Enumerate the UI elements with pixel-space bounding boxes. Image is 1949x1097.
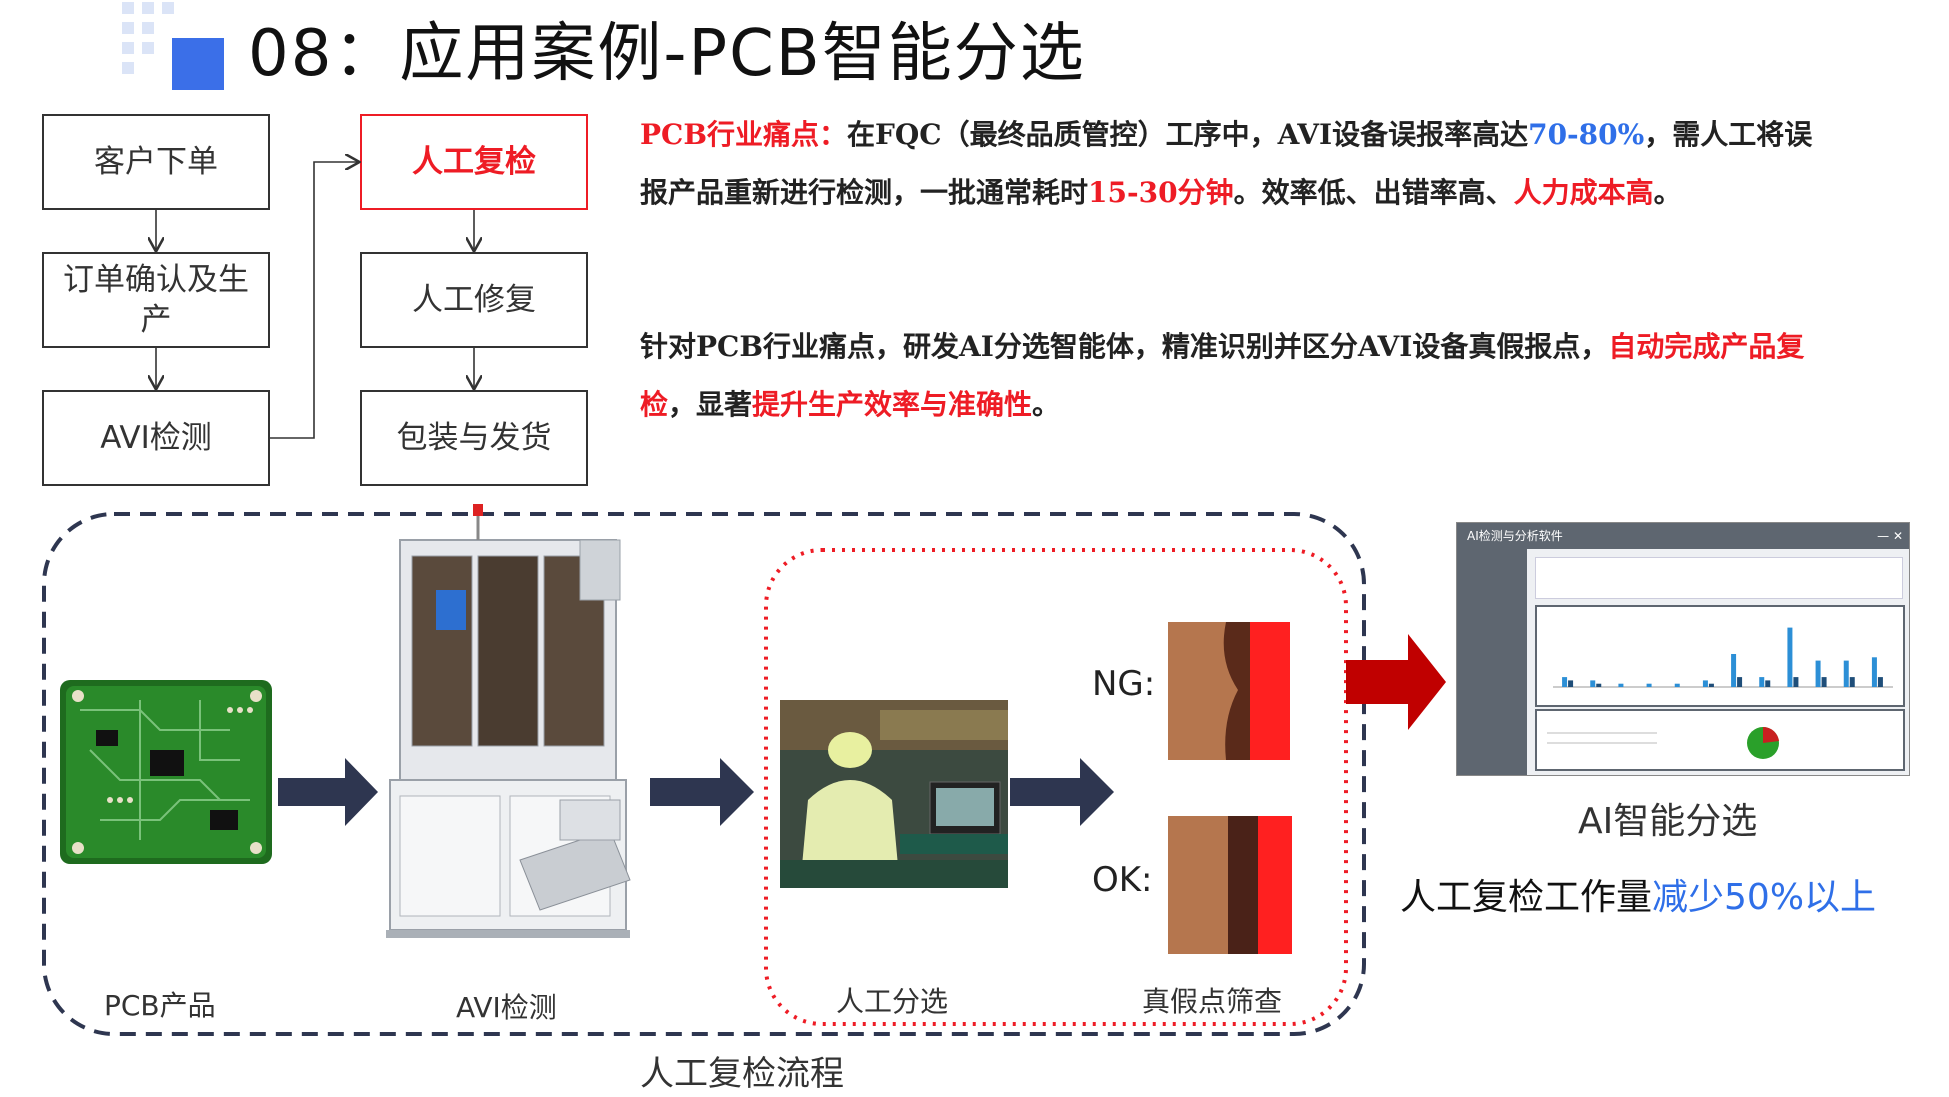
- software-title-bar: AI检测与分析软件 — ✕: [1457, 523, 1909, 549]
- pain-text-1: 在FQC（最终品质管控）工序中，AVI设备误报率高达: [847, 118, 1529, 151]
- label-ng: NG:: [1092, 664, 1156, 704]
- chart-bar: [1759, 677, 1765, 687]
- software-bar-chart-panel: [1535, 605, 1905, 707]
- manual-sorting-photo: [780, 700, 1008, 888]
- chart-bar: [1618, 683, 1624, 687]
- software-window-title: AI检测与分析软件: [1467, 529, 1563, 543]
- chart-bar: [1596, 683, 1602, 687]
- labor-cost: 人力成本高: [1513, 176, 1654, 209]
- page-title: 08：应用案例-PCB智能分选: [248, 17, 1086, 91]
- label-pcb-product: PCB产品: [104, 989, 216, 1022]
- label-avi-inspection: AVI检测: [456, 991, 557, 1024]
- avi-machine-image: [386, 504, 631, 938]
- manual-recheck-process-frame: [42, 512, 1366, 1036]
- chart-bar: [1708, 683, 1714, 687]
- chart-bar: [1793, 677, 1799, 687]
- software-pie-chart: [1547, 726, 1779, 759]
- arrow-right-1: [278, 758, 378, 826]
- ai-software-window: AI检测与分析软件 — ✕: [1456, 522, 1910, 776]
- recheck-time: 15-30分钟: [1088, 176, 1234, 209]
- chart-bar: [1877, 677, 1883, 687]
- flow-connectors: [0, 0, 640, 439]
- pain-point-label: PCB行业痛点：: [640, 118, 848, 151]
- chart-bar: [1646, 683, 1652, 687]
- software-bar-chart: [1553, 627, 1893, 688]
- label-manual-sorting: 人工分选: [836, 985, 949, 1018]
- process-diagram: [42, 504, 1446, 1036]
- arrow-right-2: [650, 758, 754, 826]
- title-accent-square: [172, 38, 224, 90]
- window-controls-icon: — ✕: [1877, 529, 1903, 543]
- solution-text-1: 针对PCB行业痛点，研发AI分选智能体，精准识别并区分AVI设备真假报点，: [640, 330, 1609, 363]
- chart-bar: [1765, 680, 1771, 687]
- flow-step-repair: 人工修复: [360, 252, 588, 348]
- label-true-false-screening: 真假点筛查: [1142, 985, 1283, 1018]
- chart-bar: [1702, 680, 1708, 687]
- label-ai-sorting: AI智能分选: [1578, 801, 1758, 842]
- false-alarm-rate: 70-80%: [1528, 118, 1645, 151]
- chart-bar: [1871, 657, 1877, 687]
- flow-step-order: 客户下单: [42, 114, 270, 210]
- chart-bar: [1568, 680, 1574, 687]
- pain-text-4: 。: [1653, 176, 1682, 209]
- chart-bar: [1821, 677, 1827, 687]
- label-ok: OK:: [1092, 860, 1153, 900]
- software-pie-panel: [1535, 709, 1905, 771]
- chart-bar: [1731, 654, 1737, 687]
- chart-bar: [1843, 660, 1849, 687]
- pain-text-2: ，需人工将误报产品重新进行检测，一批通常耗时: [640, 118, 1813, 209]
- ok-sample-image: [1168, 816, 1292, 954]
- screening-frame: [764, 548, 1348, 1026]
- flow-step-manual-recheck: 人工复检: [360, 114, 588, 210]
- chart-bar: [1590, 680, 1596, 687]
- result-statement: 人工复检工作量减少50%以上: [1400, 868, 1876, 920]
- result-prefix: 人工复检工作量: [1400, 877, 1653, 918]
- solution-text-3: 。: [1032, 388, 1061, 421]
- pain-text-3: 。效率低、出错率高、: [1233, 176, 1514, 209]
- chart-bar: [1562, 677, 1568, 687]
- chart-bar: [1737, 677, 1743, 687]
- ng-sample-image: [1168, 622, 1290, 760]
- flow-step-confirm: 订单确认及生产: [42, 252, 270, 348]
- auto-recheck: 自动完成产品复检: [640, 330, 1805, 421]
- chart-bar: [1849, 677, 1855, 687]
- software-sidebar: [1457, 549, 1527, 775]
- chart-bar: [1815, 660, 1821, 687]
- solution-paragraph: 针对PCB行业痛点，研发AI分选智能体，精准识别并区分AVI设备真假报点，自动完…: [640, 318, 1820, 434]
- flow-step-avi: AVI检测: [42, 390, 270, 486]
- pain-point-paragraph: PCB行业痛点：在FQC（最终品质管控）工序中，AVI设备误报率高达70-80%…: [640, 106, 1820, 222]
- chart-bar: [1787, 627, 1793, 687]
- solution-text-2: ，显著: [668, 388, 753, 421]
- arrow-right-3: [1010, 758, 1114, 826]
- result-highlight: 减少50%以上: [1652, 877, 1877, 918]
- arrow-to-software: [1346, 634, 1446, 730]
- flow-step-packing: 包装与发货: [360, 390, 588, 486]
- pcb-board-image: [60, 680, 272, 864]
- software-toolbar: [1535, 557, 1903, 599]
- label-manual-recheck-flow: 人工复检流程: [640, 1054, 844, 1094]
- improve-efficiency: 提升生产效率与准确性: [752, 388, 1033, 421]
- decor-dot-grid: [122, 2, 174, 74]
- chart-bar: [1674, 683, 1680, 687]
